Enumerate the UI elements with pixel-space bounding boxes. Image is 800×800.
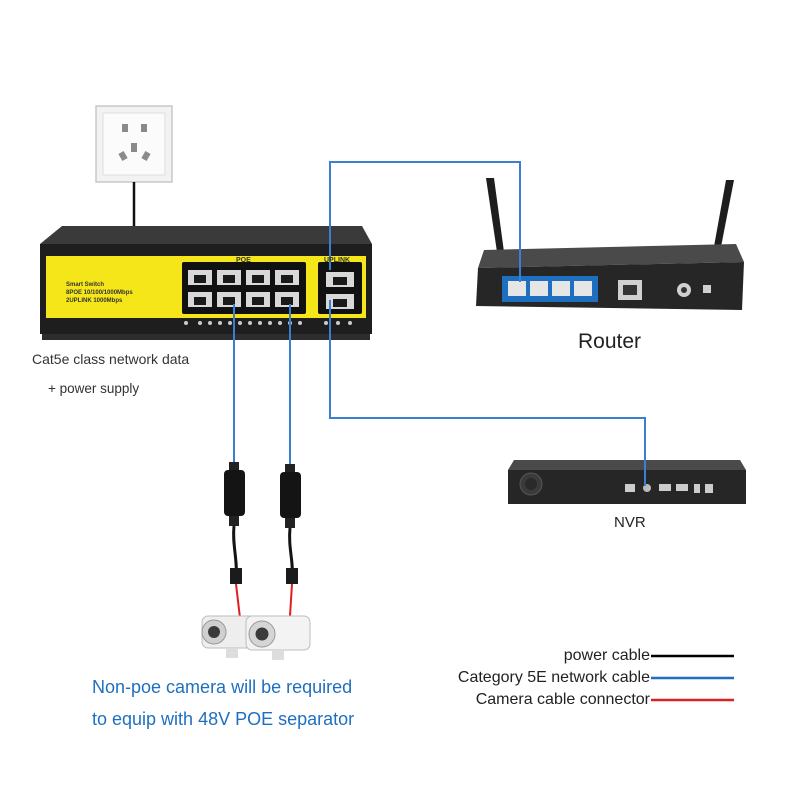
- switch-poe-label: POE: [236, 257, 251, 264]
- nvr-label: NVR: [614, 514, 646, 531]
- cat5e-annotation: Cat5e class network data: [32, 351, 190, 367]
- power-supply-annotation: + power supply: [48, 381, 140, 396]
- legend-network-cable-label: Category 5E network cable: [457, 669, 650, 686]
- switch-brand-text: Smart Switch: [66, 282, 105, 288]
- switch-spec-text-1: 8POE 10/100/1000Mbps: [66, 290, 133, 296]
- camera2-connector-cable: [289, 583, 293, 617]
- legend-power-cable-label: power cable: [563, 647, 650, 664]
- poe-switch: [40, 226, 372, 340]
- poe-separator-1: [224, 462, 245, 584]
- poe-separator-2: [280, 464, 301, 584]
- bullet-camera-2: [245, 615, 311, 660]
- wall-outlet: [95, 105, 173, 183]
- legend-connector-label: Camera cable connector: [475, 691, 650, 708]
- network-cables: [233, 161, 646, 486]
- router: [476, 178, 744, 310]
- router-label: Router: [578, 330, 642, 353]
- camera1-connector-cable: [235, 583, 241, 619]
- uplink-nvr-cable: [329, 300, 646, 486]
- switch-spec-text-2: 2UPLINK 1000Mbps: [66, 298, 123, 304]
- camera-note-line-1: Non-poe camera will be required: [92, 677, 353, 697]
- switch-uplink-label: UPLINK: [324, 257, 351, 264]
- camera-note-line-2: to equip with 48V POE separator: [92, 709, 355, 729]
- nvr: [508, 460, 746, 504]
- uplink-router-cable: [329, 161, 521, 282]
